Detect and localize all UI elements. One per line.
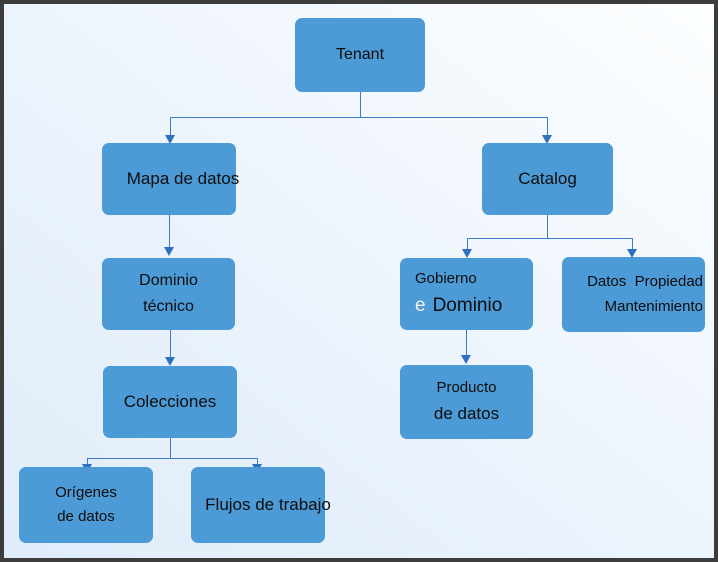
node-label: Mapa de datos <box>126 168 240 188</box>
arrowhead-icon <box>165 357 175 366</box>
arrowhead-icon <box>542 135 552 144</box>
connector-line <box>257 458 258 464</box>
node-catalog[interactable]: Catalog <box>482 143 613 215</box>
arrowhead-icon <box>165 135 175 144</box>
connector-line <box>170 330 171 357</box>
node-label: Gobierno <box>415 270 477 288</box>
node-origenes-de-datos[interactable]: Orígenes de datos <box>19 467 153 543</box>
connector-line <box>547 117 548 135</box>
node-label: e Dominio <box>415 294 503 317</box>
node-mapa-de-datos[interactable]: Mapa de datos <box>102 143 240 215</box>
connector-line <box>467 238 633 239</box>
node-label-part: Dominio <box>432 294 503 316</box>
connector-line <box>170 117 171 135</box>
node-dominio-tecnico[interactable]: Dominio técnico <box>102 258 235 330</box>
node-label: Colecciones <box>123 391 217 411</box>
accent-letter: e <box>415 294 426 316</box>
node-producto-de-datos[interactable]: Producto de datos <box>400 365 533 439</box>
connector-line <box>467 238 468 249</box>
connector-line <box>170 438 171 458</box>
arrowhead-icon <box>461 355 471 364</box>
node-label: de datos <box>57 508 115 525</box>
node-label: Catalog <box>518 168 577 188</box>
node-label: Orígenes <box>55 483 117 501</box>
node-label: Datos Propiedad <box>587 273 703 290</box>
arrowhead-icon <box>164 247 174 256</box>
connector-line <box>87 458 88 464</box>
node-label: Producto <box>436 379 497 397</box>
arrowhead-icon <box>462 249 472 258</box>
node-colecciones[interactable]: Colecciones <box>103 366 237 438</box>
node-label: Dominio <box>139 272 198 290</box>
node-label: Mantenimiento <box>604 297 703 315</box>
connector-line <box>169 215 170 247</box>
node-label: de datos <box>433 403 500 423</box>
node-label: técnico <box>143 298 194 315</box>
node-datos-propiedad-mantenimiento[interactable]: Datos Propiedad Mantenimiento <box>562 257 705 332</box>
connector-line <box>170 117 548 118</box>
connector-line <box>466 330 467 355</box>
connector-line <box>87 458 258 459</box>
connector-line <box>547 215 548 238</box>
node-label: Tenant <box>335 46 385 64</box>
connector-line <box>360 92 361 117</box>
arrowhead-icon <box>627 249 637 258</box>
node-label: Flujos de trabajo <box>205 494 331 514</box>
connector-line <box>632 238 633 249</box>
node-gobierno-e-dominio[interactable]: Gobierno e Dominio <box>400 258 533 330</box>
node-flujos-de-trabajo[interactable]: Flujos de trabajo <box>191 467 331 543</box>
node-tenant[interactable]: Tenant <box>295 18 425 92</box>
